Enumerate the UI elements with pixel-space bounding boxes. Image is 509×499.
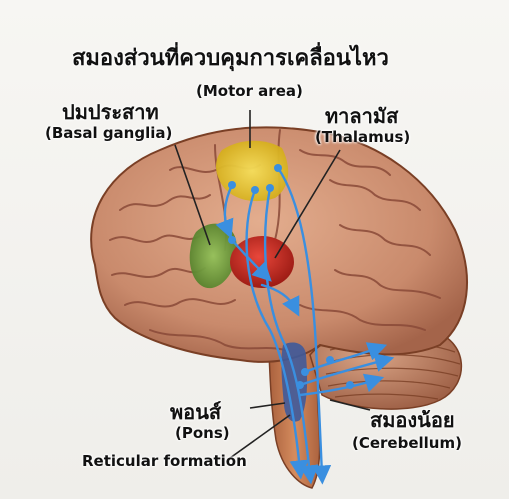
motor-area-label: (Motor area) (196, 82, 303, 100)
thalamus-label-en: (Thalamus) (315, 128, 410, 146)
pons-label-en: (Pons) (175, 424, 230, 442)
basal-ganglia-label-en: (Basal ganglia) (45, 124, 172, 142)
cerebellum-label-th: สมองน้อย (370, 404, 455, 436)
diagram-title: สมองส่วนที่ควบคุมการเคลื่อนไหว (72, 40, 389, 75)
cerebellum-label-en: (Cerebellum) (352, 434, 462, 452)
reticular-formation (281, 342, 307, 421)
reticular-formation-label: Reticular formation (82, 452, 247, 470)
